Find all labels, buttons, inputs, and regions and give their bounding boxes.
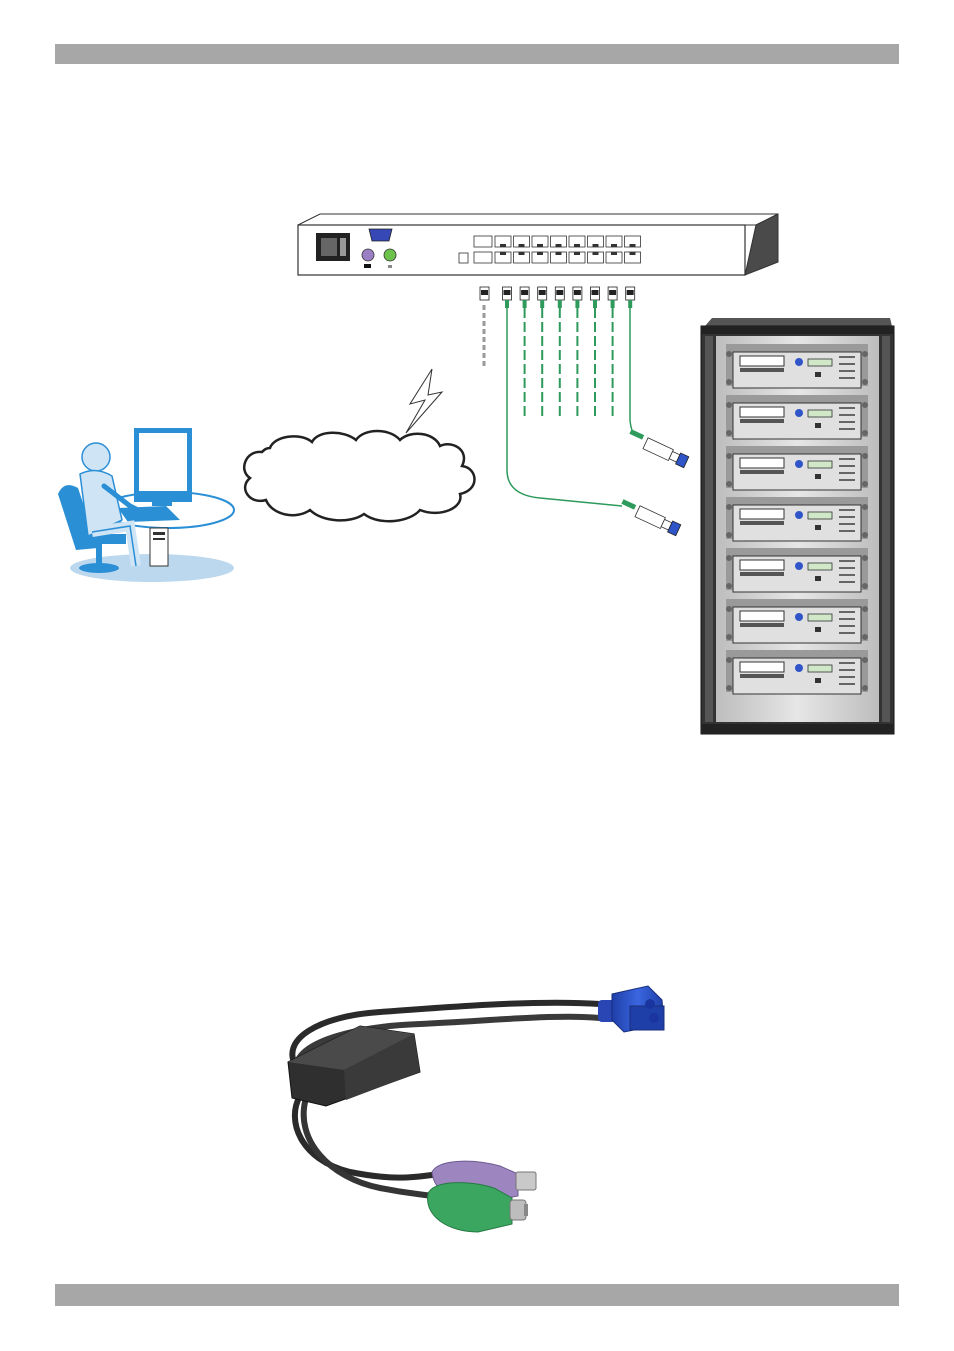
server-unit [726,395,868,439]
cat5-cable-icon [520,287,529,420]
rj45-port [606,236,622,247]
server-unit [726,344,868,388]
cat5-cable-icon [503,287,512,308]
vga-port-icon [369,229,392,241]
server-unit [726,548,868,592]
rj45-port [514,252,530,263]
rj45-port [625,252,641,263]
rj45-port [606,252,622,263]
cat5-cable-icon [608,287,617,420]
server-unit [726,650,868,694]
cat5-cable-icon [573,287,582,420]
power-inlet-icon [316,233,350,261]
rj45-port [569,236,585,247]
rj45-port [495,236,511,247]
adapter-dongle [288,1026,420,1106]
rj45-port [588,252,604,263]
rj45-port [551,252,567,263]
ps2-mouse-port-icon [384,249,396,261]
rj45-port [532,252,548,263]
cpu-adapter-icon [629,429,688,467]
cat5-cable-icon [555,287,564,420]
lightning-bolt-icon [406,369,442,433]
cpu-adapter-icon [621,499,680,535]
kvm-cpu-adapter-cable-photo [288,986,664,1232]
server-unit [726,446,868,490]
cat5-cable-icon [538,287,547,420]
user-at-workstation-icon [58,428,234,582]
server-rack-icon [701,318,894,734]
ps2-keyboard-port-icon [362,249,374,261]
rj45-port [495,252,511,263]
kvm-switch-icon [298,214,778,275]
cat5-cable-icon [626,287,635,308]
rj45-port [588,236,604,247]
cat5-cable-bundle [480,287,635,420]
cable-to-adapter-1 [630,308,636,436]
network-plug [480,287,489,300]
rj45-port [532,236,548,247]
cat5-cable-icon [591,287,600,420]
rj45-port [514,236,530,247]
rj45-port [625,236,641,247]
server-unit [726,497,868,541]
rj45-port [569,252,585,263]
vga-connector [598,986,664,1032]
server-unit [726,599,868,643]
rj45-port [551,236,567,247]
network-cloud-icon [244,431,474,521]
